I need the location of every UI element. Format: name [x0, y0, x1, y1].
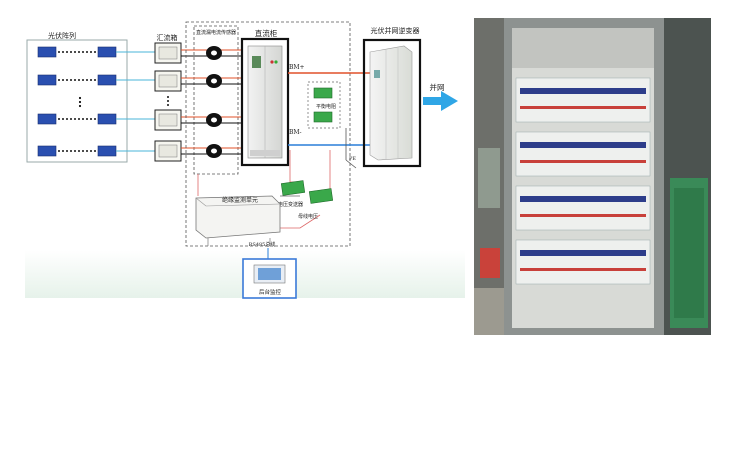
combiner-box-1 — [154, 42, 182, 64]
bus-voltage-module — [308, 188, 334, 204]
inverter-unit — [369, 45, 413, 161]
leakage-sensor-4 — [206, 144, 222, 158]
balance-resistor-label: 平衡电阻 — [316, 103, 336, 110]
leakage-sensor-3 — [206, 113, 222, 127]
bus-voltage-label: 母线电压 — [298, 213, 318, 220]
balance-resistor-frame — [307, 81, 341, 129]
pv-vertical-dots — [78, 96, 82, 108]
pv-array-label: 光伏阵列 — [48, 31, 76, 40]
ground-label: PE — [349, 156, 356, 162]
monitor-unit-label: 绝缘监测单元 — [222, 196, 258, 204]
leakage-sensor-2 — [206, 74, 222, 88]
pv-to-combiner-lines — [116, 51, 155, 152]
dc-cabinet-frame — [240, 37, 290, 167]
combiner-dots — [167, 96, 169, 106]
grid-arrow-icon — [423, 91, 458, 111]
insulation-monitor-unit — [195, 195, 281, 239]
bus-pos-label: BM+ — [289, 64, 305, 71]
dc-cabinet-label: 直流柜 — [255, 28, 278, 38]
sensor-group-frame — [193, 25, 239, 175]
pv-insulation-monitoring-diagram: 光伏阵列 汇流箱 — [25, 21, 465, 299]
combiner-box-4 — [154, 140, 182, 162]
combiner-box-2 — [154, 70, 182, 92]
rs485-label: RS485总线 — [249, 241, 276, 248]
inverter-frame — [362, 38, 422, 168]
cabinet-interior-photo — [474, 18, 711, 335]
backend-monitor-display — [258, 268, 281, 280]
voltage-transmitter-label: 电压变送器 — [278, 201, 303, 208]
dc-cabinet-unit — [247, 45, 283, 159]
pv-string-1 — [37, 46, 117, 58]
ground-symbol — [345, 128, 357, 169]
pv-string-2 — [37, 74, 117, 86]
pv-array-frame — [26, 39, 128, 163]
monitoring-system-frame — [185, 21, 351, 247]
pv-string-4 — [37, 145, 117, 157]
backend-label: 后台监控 — [259, 288, 282, 296]
balance-resistor-top — [313, 87, 333, 99]
leakage-sensor-1 — [206, 46, 222, 60]
voltage-transmitter-module — [280, 180, 306, 196]
dc-sensor-label: 直流漏电流传感器 — [196, 29, 236, 36]
inverter-label: 光伏并网逆变器 — [371, 26, 420, 35]
combiner-box-3 — [154, 109, 182, 131]
bus-neg-label: BM- — [289, 129, 302, 136]
grid-label: 并网 — [430, 82, 445, 92]
combiner-box-label: 汇流箱 — [157, 33, 178, 42]
pv-string-3 — [37, 113, 117, 125]
balance-resistor-bottom — [313, 111, 333, 123]
combiner-to-cabinet-wires — [181, 49, 242, 155]
